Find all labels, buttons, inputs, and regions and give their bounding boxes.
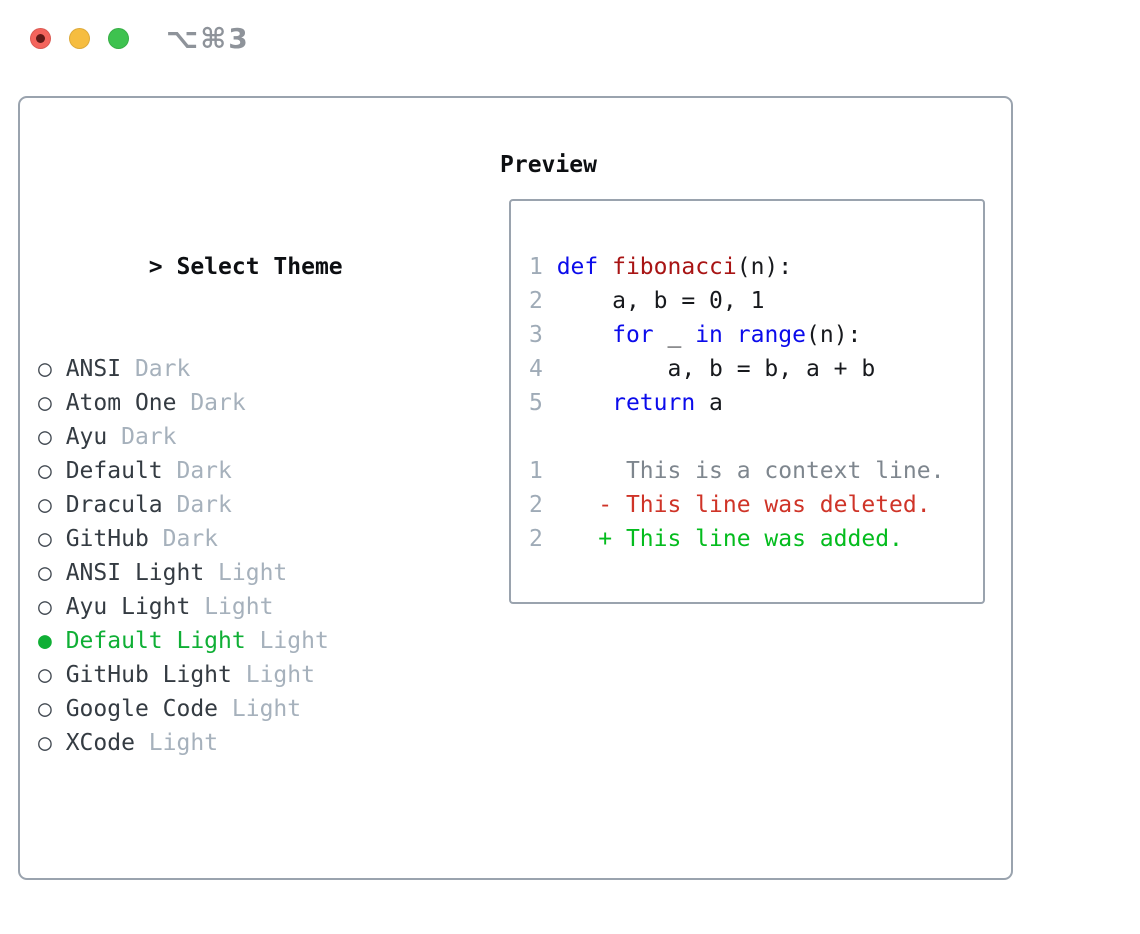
code-line: 2 - This line was deleted. (529, 488, 983, 522)
line-number: 3 (529, 322, 557, 348)
theme-option-ayu-dark[interactable]: ○ Ayu Dark (38, 420, 426, 454)
radio-icon: ○ (38, 594, 52, 620)
code-token: a, b = 0, 1 (556, 288, 765, 314)
select-theme-title: Select Theme (176, 254, 343, 280)
theme-option-dracula-dark[interactable]: ○ Dracula Dark (38, 488, 426, 522)
code-token: _ (653, 322, 696, 348)
theme-variant: Dark (107, 424, 177, 450)
theme-variant: Light (231, 662, 315, 688)
code-token: a (695, 390, 723, 416)
line-number: 5 (529, 390, 557, 416)
theme-list: ○ ANSI Dark○ Atom One Dark○ Ayu Dark○ De… (38, 352, 426, 760)
code-token: range (736, 322, 806, 348)
code-line: 1 def fibonacci(n): (529, 250, 983, 284)
theme-variant: Light (190, 594, 274, 620)
window-title-shortcut: ⌥⌘3 (166, 22, 250, 55)
theme-name: GitHub (51, 526, 149, 552)
cursor-icon: > (148, 254, 163, 280)
code-token: (n): (806, 322, 862, 348)
code-line (529, 420, 983, 454)
zoom-button[interactable] (108, 28, 129, 49)
theme-name: Google Code (51, 696, 219, 722)
theme-name: Ayu (51, 424, 108, 450)
line-number: 2 (529, 288, 557, 314)
theme-name: Default Light (51, 628, 246, 654)
select-theme-header: > Select Theme (38, 216, 426, 280)
theme-name: Atom One (51, 390, 177, 416)
theme-variant: Dark (176, 390, 246, 416)
theme-selector-dialog: >Select Theme ○ ANSI Dark○ Atom One Dark… (18, 96, 1013, 880)
theme-name: ANSI (51, 356, 122, 382)
line-number: 1 (529, 254, 557, 280)
theme-option-xcode-light[interactable]: ○ XCode Light (38, 726, 426, 760)
radio-icon: ○ (38, 730, 52, 756)
theme-variant: Light (245, 628, 329, 654)
theme-panel: >Select Theme ○ ANSI Dark○ Atom One Dark… (38, 148, 426, 934)
radio-icon: ○ (38, 696, 52, 722)
radio-icon: ○ (38, 356, 52, 382)
theme-variant: Light (218, 696, 302, 722)
code-token (557, 390, 612, 416)
code-token: + This line was added. (556, 526, 903, 552)
theme-name: Ayu Light (51, 594, 191, 620)
code-line: 3 for _ in range(n): (529, 318, 983, 352)
code-token: a, b = b, a + b (556, 356, 876, 382)
line-number: 2 (529, 526, 557, 552)
theme-option-default-light-light[interactable]: ● Default Light Light (38, 624, 426, 658)
code-line: 4 a, b = b, a + b (529, 352, 983, 386)
radio-icon: ○ (38, 458, 52, 484)
radio-icon: ○ (38, 560, 52, 586)
radio-selected-icon: ● (38, 628, 52, 654)
code-token: This is a context line. (556, 458, 945, 484)
minimize-button[interactable] (69, 28, 90, 49)
theme-option-github-light-light[interactable]: ○ GitHub Light Light (38, 658, 426, 692)
code-token: (n): (736, 254, 793, 280)
radio-icon: ○ (38, 492, 52, 518)
code-token (598, 254, 612, 280)
theme-name: Dracula (51, 492, 163, 518)
code-line: 5 return a (529, 386, 983, 420)
code-token (723, 322, 737, 348)
code-line: 2 + This line was added. (529, 522, 983, 556)
theme-option-ansi-light-light[interactable]: ○ ANSI Light Light (38, 556, 426, 590)
radio-icon: ○ (38, 526, 52, 552)
code-token: - This line was deleted. (556, 492, 931, 518)
theme-name: Default (51, 458, 163, 484)
radio-icon: ○ (38, 390, 52, 416)
theme-variant: Dark (148, 526, 219, 552)
code-token (557, 322, 612, 348)
code-token: def (556, 254, 599, 280)
close-button[interactable] (30, 28, 51, 49)
code-token: in (695, 322, 723, 348)
preview-title: Preview (500, 152, 597, 178)
theme-option-ansi-dark[interactable]: ○ ANSI Dark (38, 352, 426, 386)
theme-variant: Dark (121, 356, 191, 382)
radio-icon: ○ (38, 424, 52, 450)
theme-variant: Light (134, 730, 219, 756)
line-number: 4 (529, 356, 557, 382)
line-number: 2 (529, 492, 557, 518)
theme-option-google-code-light[interactable]: ○ Google Code Light (38, 692, 426, 726)
theme-name: XCode (51, 730, 135, 756)
code-token: for (612, 322, 654, 348)
line-number: 1 (529, 458, 557, 484)
radio-icon: ○ (38, 662, 52, 688)
theme-option-github-dark[interactable]: ○ GitHub Dark (38, 522, 426, 556)
code-line: 1 This is a context line. (529, 454, 983, 488)
code-token: return (612, 390, 696, 416)
code-token: fibonacci (612, 254, 737, 280)
spacer (38, 862, 426, 896)
theme-option-default-dark[interactable]: ○ Default Dark (38, 454, 426, 488)
code-line: 2 a, b = 0, 1 (529, 284, 983, 318)
theme-option-atom-one-dark[interactable]: ○ Atom One Dark (38, 386, 426, 420)
theme-variant: Dark (162, 458, 232, 484)
theme-variant: Dark (162, 492, 232, 518)
theme-name: GitHub Light (51, 662, 232, 688)
theme-option-ayu-light-light[interactable]: ○ Ayu Light Light (38, 590, 426, 624)
theme-variant: Light (204, 560, 288, 586)
theme-name: ANSI Light (51, 560, 205, 586)
